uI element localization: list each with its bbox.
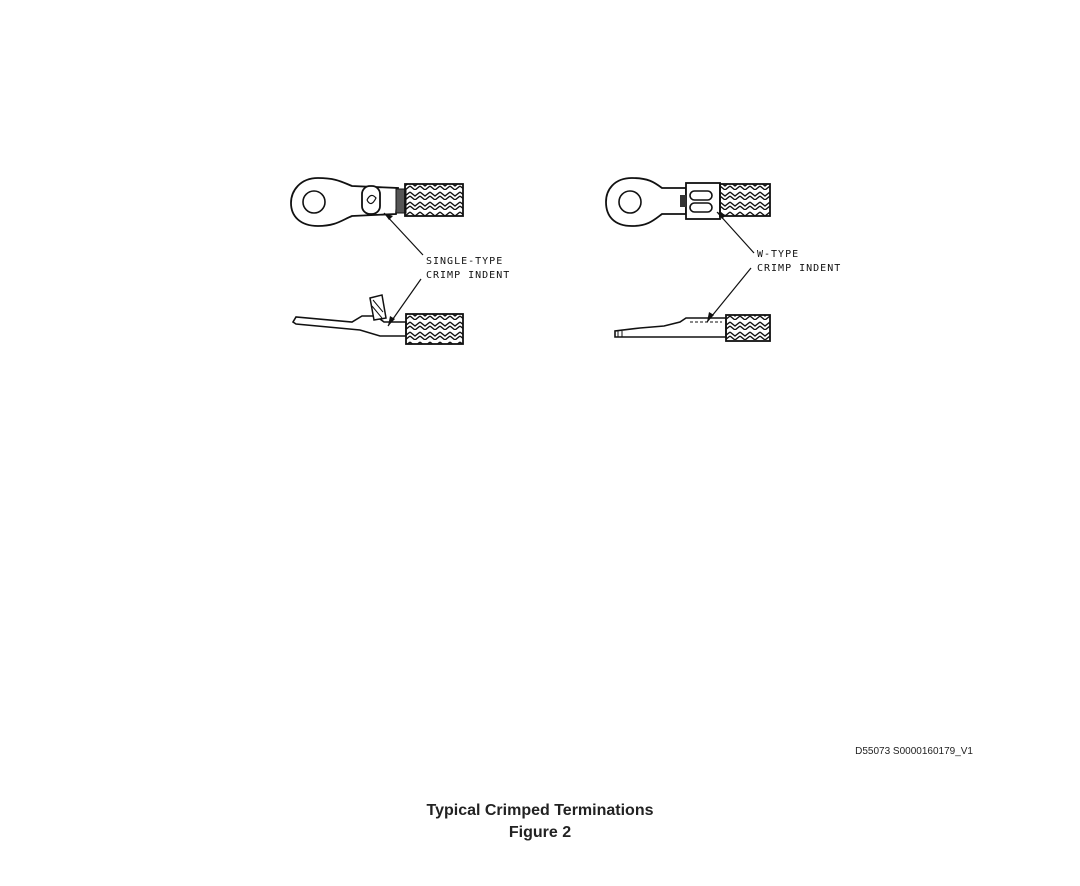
single-type-label-line2: CRIMP INDENT <box>426 270 510 281</box>
document-id: D55073 S0000160179_V1 <box>855 746 973 757</box>
w-type-terminal-side-view <box>614 314 771 342</box>
figure-number: Figure 2 <box>508 824 572 841</box>
w-type-callout: W-TYPE CRIMP INDENT <box>706 211 841 323</box>
single-type-terminal-side-view <box>291 294 464 345</box>
w-type-label-line2: CRIMP INDENT <box>757 263 841 274</box>
w-type-label-line1: W-TYPE <box>757 249 799 260</box>
single-type-callout: SINGLE-TYPE CRIMP INDENT <box>383 212 510 327</box>
figure-title: Typical Crimped Terminations <box>426 802 654 819</box>
single-type-terminal-top-view <box>290 177 464 227</box>
single-type-label-line1: SINGLE-TYPE <box>426 256 503 267</box>
w-type-terminal-top-view <box>605 177 771 227</box>
